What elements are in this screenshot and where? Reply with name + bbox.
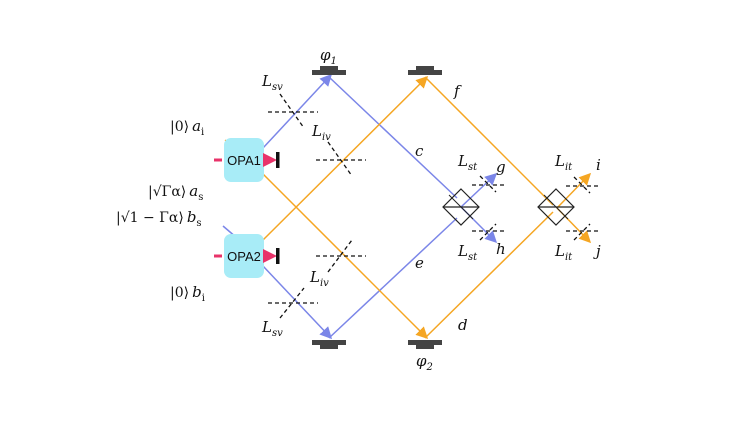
mode-label-e: e — [415, 254, 424, 272]
loss-label-it-bot: Lit — [554, 242, 573, 263]
orange-beam-d — [424, 211, 554, 339]
loss-elements — [268, 93, 600, 319]
loss-label-it-top: Lit — [554, 152, 573, 173]
opa2-label: OPA2 — [227, 249, 261, 264]
loss-label-sv-top: Lsv — [261, 72, 283, 93]
input-label-bs: |√1 − Γα⟩bs — [116, 208, 202, 229]
mirror-top-right — [408, 66, 442, 75]
mirror-phi2 — [408, 340, 442, 349]
opa1-beam-dump — [276, 152, 280, 168]
orange-beam-i — [556, 172, 592, 209]
mirror-phi1 — [312, 66, 346, 75]
loss-it-top-d — [573, 176, 591, 194]
opa1-label: OPA1 — [227, 153, 261, 168]
blue-beam-opa2-down — [262, 265, 333, 340]
loss-label-iv-top: Liv — [311, 122, 331, 143]
opa2-box — [224, 234, 264, 278]
orange-beam-opa2-up — [262, 75, 429, 241]
mode-label-d: d — [458, 316, 468, 334]
input-label-bi: |0⟩bi — [170, 283, 205, 304]
input-label-as: |√Γα⟩as — [148, 182, 203, 203]
loss-label-iv-bot: Liv — [309, 268, 329, 289]
loss-it-bot-d — [573, 223, 591, 241]
mirror-bottom-left — [312, 340, 346, 349]
blue-beam-g — [460, 172, 498, 208]
loss-st-bot-d — [479, 223, 497, 241]
opa1-box — [224, 138, 264, 182]
opa1: OPA1 — [214, 138, 280, 182]
mode-label-f: f — [453, 82, 462, 100]
loss-sv-top-d — [279, 93, 305, 129]
mode-label-g: g — [496, 158, 506, 176]
mirrors — [312, 66, 442, 349]
phi1-label: φ1 — [320, 46, 337, 67]
loss-label-sv-bot: Lsv — [261, 318, 283, 339]
loss-label-st-bot: Lst — [457, 242, 478, 263]
orange-beams — [224, 75, 592, 340]
blue-beam-e — [328, 217, 458, 339]
mode-label-h: h — [496, 240, 506, 258]
orange-beam-f — [424, 76, 554, 206]
mode-label-j: j — [593, 242, 601, 260]
input-label-ai: |0⟩ai — [170, 117, 204, 138]
loss-st-top-d — [479, 175, 497, 193]
beam-splitter-1 — [442, 188, 480, 226]
blue-beam-c — [328, 76, 458, 199]
opa2: OPA2 — [214, 234, 280, 278]
beam-splitter-2 — [537, 188, 575, 226]
loss-label-st-top: Lst — [457, 152, 478, 173]
opa2-beam-dump — [276, 248, 280, 264]
mode-label-c: c — [415, 142, 424, 160]
phi2-label: φ2 — [416, 352, 433, 373]
mode-label-i: i — [596, 156, 601, 174]
